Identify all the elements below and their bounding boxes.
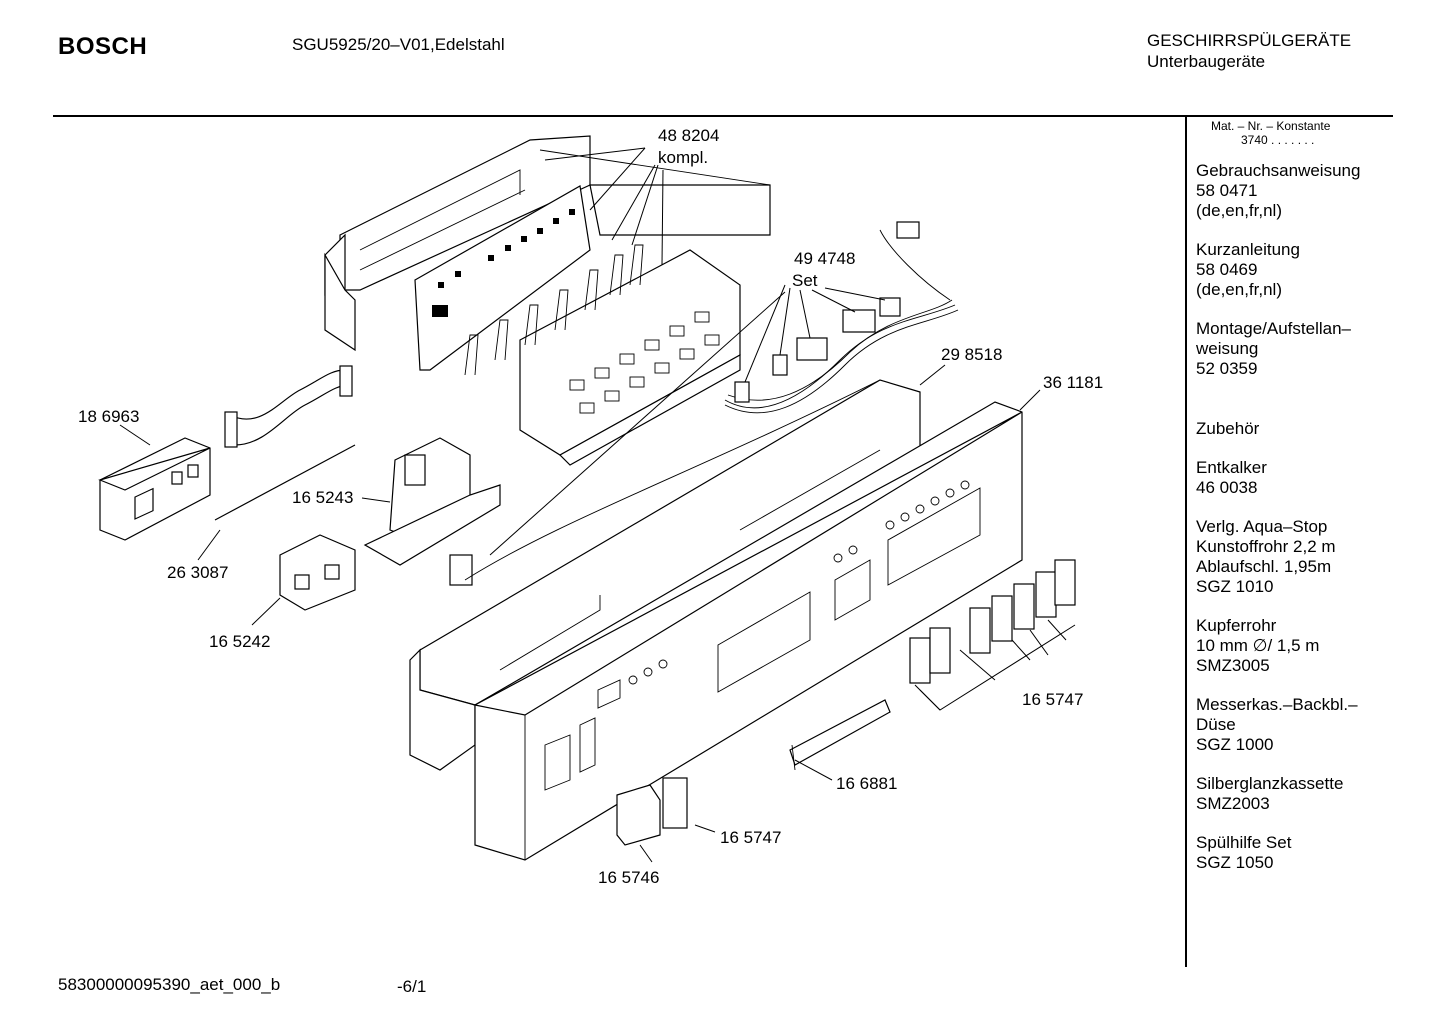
accessory-line: Gebrauchsanweisung <box>1196 161 1361 180</box>
wire-segment <box>214 444 356 521</box>
exploded-parts-diagram: 48 8204 kompl. 49 4748 Set 29 8518 36 11… <box>78 126 1103 887</box>
part-label-488204-sub: kompl. <box>658 148 708 167</box>
accessory-line: Düse <box>1196 715 1236 734</box>
part-label-298518: 29 8518 <box>941 345 1002 364</box>
part-label-165747-right: 16 5747 <box>1022 690 1083 709</box>
category-title: GESCHIRRSPÜLGERÄTE <box>1147 31 1352 50</box>
trim-strip-part <box>789 699 891 771</box>
part-label-494748-sub: Set <box>792 271 818 290</box>
model-title: SGU5925/20–V01,Edelstahl <box>292 35 505 54</box>
accessory-line: Verlg. Aqua–Stop <box>1196 517 1328 536</box>
accessory-line: (de,en,fr,nl) <box>1196 280 1282 299</box>
accessory-item: Zubehör <box>1196 419 1360 439</box>
part-label-166881: 16 6881 <box>836 774 897 793</box>
button-group-bottom <box>616 777 688 846</box>
part-label-165747-bottom: 16 5747 <box>720 828 781 847</box>
accessory-line: 58 0471 <box>1196 181 1258 200</box>
accessory-line: Spülhilfe Set <box>1196 833 1292 852</box>
sidebar-rule <box>1185 117 1187 967</box>
accessory-line: weisung <box>1196 339 1259 358</box>
brand-logo: BOSCH <box>58 33 148 60</box>
part-label-361181: 36 1181 <box>1043 373 1103 392</box>
mat-number-constant: 3740 . . . . . . . <box>1241 133 1315 147</box>
document-code: 58300000095390_aet_000_b <box>58 975 281 994</box>
accessory-line: Messerkas.–Backbl.– <box>1196 695 1358 714</box>
accessory-line: SGZ 1050 <box>1196 853 1274 872</box>
accessory-line: Kunstoffrohr 2,2 m <box>1196 537 1336 556</box>
accessory-line: SGZ 1000 <box>1196 735 1274 754</box>
part-label-494748: 49 4748 <box>794 249 855 268</box>
category-subtitle: Unterbaugeräte <box>1147 52 1266 71</box>
leader-lines <box>119 147 1076 863</box>
accessory-line: Silberglanzkassette <box>1196 774 1344 793</box>
accessory-line: (de,en,fr,nl) <box>1196 201 1282 220</box>
part-label-263087: 26 3087 <box>167 563 228 582</box>
part-label-165242: 16 5242 <box>209 632 270 651</box>
accessory-line: SMZ2003 <box>1196 794 1270 813</box>
ribbon-cable <box>224 365 353 448</box>
accessory-line: Kurzanleitung <box>1196 240 1300 259</box>
accessory-line: 46 0038 <box>1196 478 1258 497</box>
accessory-line: Entkalker <box>1196 458 1267 477</box>
accessory-line: 52 0359 <box>1196 359 1258 378</box>
button-group-right <box>909 559 1076 684</box>
accessory-line: Kupferrohr <box>1196 616 1277 635</box>
accessory-line: Montage/Aufstellan– <box>1196 319 1351 338</box>
mat-number-label: Mat. – Nr. – Konstante <box>1211 119 1331 133</box>
part-label-165746: 16 5746 <box>598 868 659 887</box>
header-rule <box>53 115 1393 117</box>
accessory-line: 58 0469 <box>1196 260 1258 279</box>
mat-number-header: Mat. – Nr. – Konstante 3740 . . . . . . … <box>1211 119 1330 147</box>
control-circuit-board <box>414 185 591 371</box>
accessory-line: 10 mm ∅/ 1,5 m <box>1196 636 1320 655</box>
wire-harness-part <box>464 221 959 581</box>
button-carrier-frame <box>464 244 741 466</box>
cable-plug <box>449 554 473 586</box>
accessory-line: Ablaufschl. 1,95m <box>1196 557 1332 576</box>
category-block: GESCHIRRSPÜLGERÄTE Unterbaugeräte <box>1147 30 1351 72</box>
accessory-line: Zubehör <box>1196 419 1260 438</box>
page-number: -6/1 <box>397 977 427 996</box>
display-module-part <box>98 437 211 541</box>
connector-block-part <box>279 534 356 611</box>
front-panel-part <box>473 401 1023 861</box>
part-label-186963: 18 6963 <box>78 407 139 426</box>
part-label-488204: 48 8204 <box>658 126 719 145</box>
bracket-part <box>363 437 501 566</box>
top-frame-part <box>324 135 771 352</box>
accessory-line: SGZ 1010 <box>1196 577 1274 596</box>
accessory-line: SMZ3005 <box>1196 656 1270 675</box>
part-label-165243: 16 5243 <box>292 488 353 507</box>
